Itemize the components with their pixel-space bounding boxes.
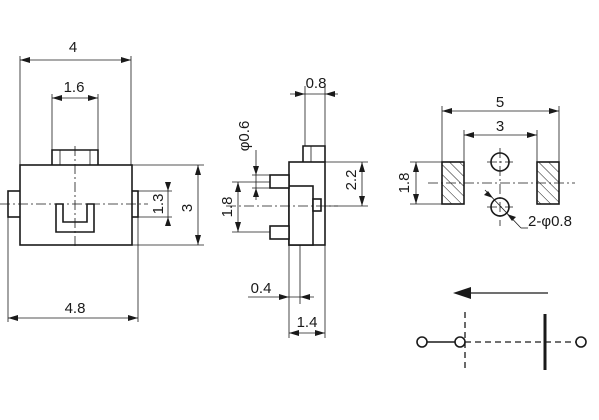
side-actuator xyxy=(302,145,326,162)
dim-hole-span-label: 3 xyxy=(496,118,504,135)
dim-top-label: 0.8 xyxy=(306,75,327,92)
dim-lead-label: 0.4 xyxy=(251,280,272,297)
dim-holes-label: 2-φ0.8 xyxy=(528,213,572,230)
switch-symbol-icon xyxy=(416,312,587,370)
dim-actuator-label: 1.6 xyxy=(64,79,85,96)
schematic xyxy=(416,287,587,370)
side-view: 0.8 φ0.6 2.2 1.8 0.4 1.4 xyxy=(219,75,368,338)
dim-pin-pitch-label: 1.8 xyxy=(219,197,236,218)
dim-overall-width-label: 4.8 xyxy=(65,300,86,317)
dim-depth-label: 1.4 xyxy=(297,314,318,331)
dim-pin-dia-label: φ0.6 xyxy=(236,121,253,152)
pcb-layout: 5 3 1.8 2-φ0.8 xyxy=(396,94,575,230)
pin-lower xyxy=(269,225,290,240)
dim-pad-height-label: 1.8 xyxy=(396,173,413,194)
pin-upper xyxy=(269,174,290,189)
dim-width-label: 4 xyxy=(69,39,77,56)
right-arrow-icon xyxy=(453,287,548,299)
dim-side-height-label: 2.2 xyxy=(343,170,360,191)
dim-pad-span-label: 5 xyxy=(496,94,504,111)
front-view: 4 1.6 4.8 1.3 3 xyxy=(0,39,204,322)
dim-height-label: 3 xyxy=(179,204,196,212)
switch-body xyxy=(19,164,133,246)
dim-terminal-label: 1.3 xyxy=(150,194,167,215)
